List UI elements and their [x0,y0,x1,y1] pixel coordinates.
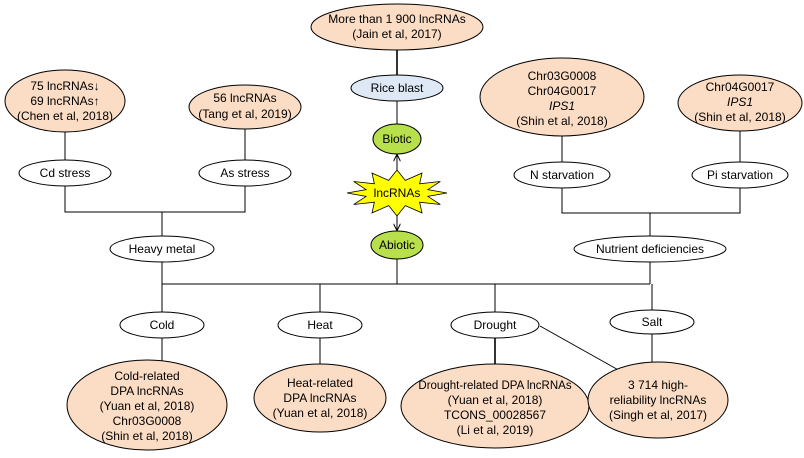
cd-stress-node: Cd stress [18,159,112,187]
pi-starvation-oval [691,161,789,189]
nutrient-deficiencies-node: Nutrient deficiencies [573,235,727,263]
n-starvation-oval [513,161,611,189]
biotic-oval [372,123,422,155]
heat-citation-line-3: (Yuan et al, 2018) [273,406,368,420]
connector-lines [64,50,741,373]
salt-oval [609,309,695,335]
tang-citation-line-1: 56 lncRNAs [213,91,276,105]
shin-n-citation-node: Chr03G0008 Chr04G0017 IPS1 (Shin et al, … [479,57,645,137]
heavy-metal-label: Heavy metal [129,242,196,256]
cold-label: Cold [150,318,175,332]
chen-citation-line-1: 75 lncRNAs↓ [30,79,99,93]
as-stress-node: As stress [198,159,292,187]
nutrient-deficiencies-oval [573,235,727,263]
tang-citation-oval [188,84,302,130]
heavy-metal-node: Heavy metal [109,235,215,263]
heat-oval [277,311,363,339]
as-stress-oval [198,159,292,187]
heavy-metal-oval [109,235,215,263]
shin-n-citation-line-1: Chr03G0008 [528,69,597,83]
drought-label: Drought [474,318,517,332]
drought-citation-line-1: Drought-related DPA lncRNAs [418,380,571,392]
abiotic-oval [370,230,424,260]
salt-citation-node: 3 714 high- reliability lncRNAs (Singh e… [587,361,729,439]
n-starvation-label: N starvation [530,168,594,182]
heat-citation-oval [253,363,387,433]
nutrient-deficiencies-label: Nutrient deficiencies [596,242,704,256]
salt-citation-oval [587,361,729,439]
cold-citation-line-4: Chr03G0008 [113,414,182,428]
salt-label: Salt [642,315,663,329]
cold-citation-line-5: (Shin et al, 2018) [101,429,192,443]
shin-n-citation-line-4: (Shin et al, 2018) [516,114,607,128]
lncrnas-center-label: lncRNAs [374,186,421,200]
chen-citation-line-3: (Chen et al, 2018) [17,109,113,123]
pi-starvation-label: Pi starvation [707,168,773,182]
drought-citation-line-4: (Li et al, 2019) [457,423,534,437]
n-starvation-node: N starvation [513,161,611,189]
pi-starvation-node: Pi starvation [691,161,789,189]
connector-cd-as-bracket [64,186,246,213]
chen-citation-oval [4,69,126,133]
biotic-label: Biotic [382,132,411,146]
lncrnas-center-node: lncRNAs [346,169,448,217]
shin-pi-citation-node: Chr04G0017 IPS1 (Shin et al, 2018) [677,74,803,132]
heat-citation-line-2: DPA lncRNAs [283,391,356,405]
drought-citation-line-3: TCONS_00028567 [444,408,546,422]
abiotic-label: Abiotic [379,238,415,252]
salt-citation-line-1: 3 714 high- [628,378,688,392]
jain-citation-line-1: More than 1 900 lncRNAs [328,12,465,26]
jain-citation-oval [310,3,484,51]
shin-n-citation-line-2: Chr04G0017 [528,84,597,98]
shin-n-citation-line-3: IPS1 [549,99,575,113]
salt-citation-line-2: reliability lncRNAs [610,393,707,407]
cold-citation-oval [66,359,228,451]
chen-citation-line-2: 69 lncRNAs↑ [30,94,99,108]
shin-pi-citation-line-3: (Shin et al, 2018) [694,110,785,124]
tang-citation-line-2: (Tang et al, 2019) [198,107,291,121]
jain-citation-line-2: (Jain et al, 2017) [352,27,441,41]
heat-label: Heat [307,318,333,332]
connector-n-pi-bracket [561,188,741,214]
rice-blast-node: Rice blast [350,74,444,102]
drought-node: Drought [450,311,540,339]
shin-n-citation-oval [479,57,645,137]
chen-citation-node: 75 lncRNAs↓ 69 lncRNAs↑ (Chen et al, 201… [4,69,126,133]
cold-citation-line-2: DPA lncRNAs [110,384,183,398]
heat-citation-node: Heat-related DPA lncRNAs (Yuan et al, 20… [253,363,387,433]
drought-citation-line-2: (Yuan et al, 2018) [448,393,543,407]
cold-citation-node: Cold-related DPA lncRNAs (Yuan et al, 20… [66,359,228,451]
salt-citation-line-3: (Singh et al, 2017) [609,408,707,422]
shin-pi-citation-line-1: Chr04G0017 [706,80,775,94]
rice-blast-oval [350,74,444,102]
drought-citation-node: Drought-related DPA lncRNAs (Yuan et al,… [400,363,590,449]
lncrnas-starburst [346,169,448,217]
connector-drought-singh [539,325,623,373]
shin-pi-citation-oval [677,74,803,132]
cold-citation-line-3: (Yuan et al, 2018) [100,399,195,413]
heat-node: Heat [277,311,363,339]
biotic-node: Biotic [372,123,422,155]
cold-citation-line-1: Cold-related [114,369,179,383]
tang-citation-node: 56 lncRNAs (Tang et al, 2019) [188,84,302,130]
abiotic-node: Abiotic [370,230,424,260]
cold-node: Cold [119,311,205,339]
drought-oval [450,311,540,339]
as-stress-label: As stress [220,166,269,180]
heat-citation-line-1: Heat-related [287,376,353,390]
jain-citation-node: More than 1 900 lncRNAs (Jain et al, 201… [310,3,484,51]
cd-stress-oval [18,159,112,187]
cd-stress-label: Cd stress [40,166,91,180]
cold-oval [119,311,205,339]
shin-pi-citation-line-2: IPS1 [727,95,753,109]
rice-blast-label: Rice blast [371,81,424,95]
salt-node: Salt [609,309,695,335]
